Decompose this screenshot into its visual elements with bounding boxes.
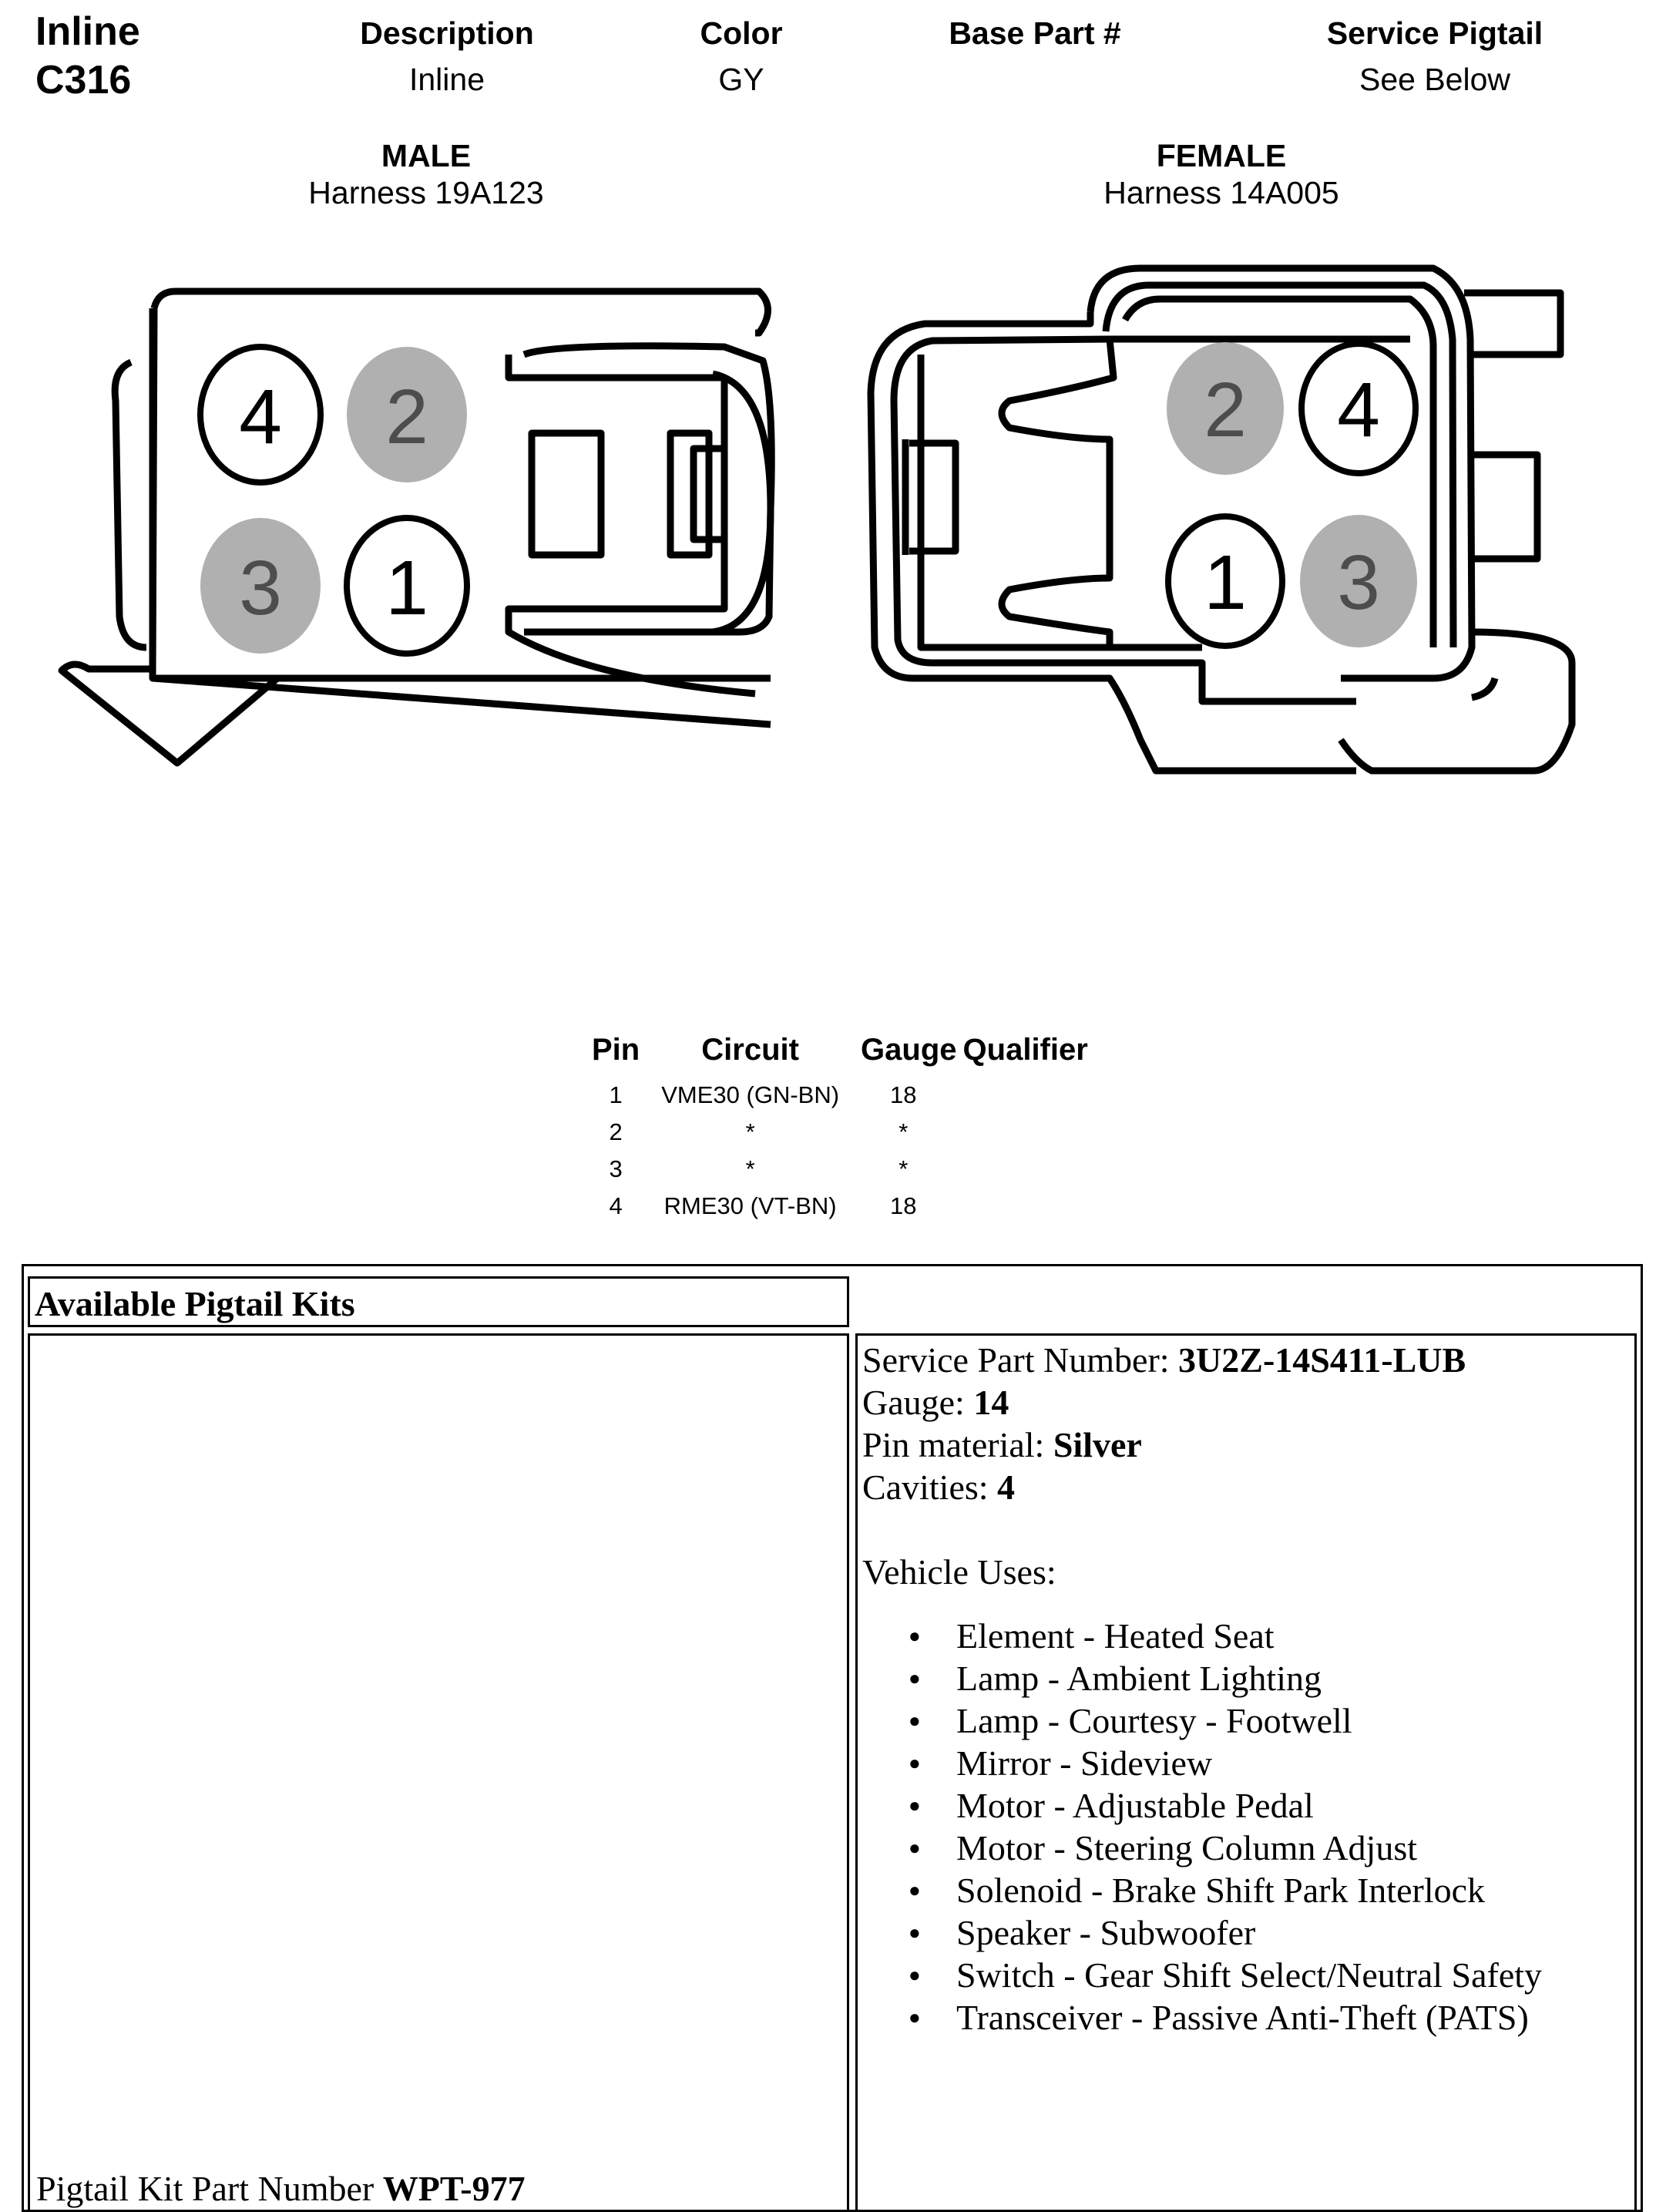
- pin-material-label: Pin material:: [862, 1425, 1053, 1464]
- table-row: 2 * *: [578, 1114, 1102, 1151]
- cavities-label: Cavities:: [862, 1467, 998, 1507]
- female-pin-4: [1298, 341, 1419, 476]
- pigtail-kit-image-cell: Pigtail Kit Part Number WPT-977: [28, 1333, 849, 2212]
- male-pin-label-2: 2: [385, 374, 428, 460]
- circuit-cell: RME30 (VT-BN): [663, 1192, 837, 1219]
- kit-part-label: Pigtail Kit Part Number: [36, 2169, 383, 2208]
- service-part-value: 3U2Z-14S411-LUB: [1178, 1340, 1466, 1380]
- gauge-value: 14: [973, 1383, 1009, 1422]
- gauge-cell: *: [898, 1155, 909, 1182]
- female-pin-1: [1165, 513, 1285, 649]
- male-pin-label-1: 1: [385, 545, 428, 631]
- female-pin-label-1: 1: [1204, 540, 1247, 626]
- service-pigtail-value: See Below: [1359, 62, 1511, 97]
- male-title-block: MALE Harness 19A123: [308, 137, 543, 211]
- pin-material-spec: Pin material: Silver: [862, 1424, 1634, 1466]
- male-pin-3: [200, 518, 321, 654]
- circuit-cell: VME30 (GN-BN): [661, 1081, 840, 1108]
- list-item: Speaker - Subwoofer: [909, 1911, 1634, 1954]
- table-row: 3 * *: [578, 1151, 1102, 1188]
- female-title: FEMALE: [1156, 138, 1287, 173]
- pin-header: Pin: [592, 1033, 640, 1067]
- gauge-cell: 18: [890, 1192, 917, 1219]
- qualifier-cell: [960, 1151, 1102, 1188]
- pin-cell: 1: [609, 1081, 623, 1108]
- vehicle-uses-label: Vehicle Uses:: [862, 1552, 1056, 1592]
- qualifier-cell: [960, 1114, 1102, 1151]
- pigtail-kit-part-number: Pigtail Kit Part Number WPT-977: [36, 2168, 526, 2209]
- service-pigtail-label: Service Pigtail: [1326, 15, 1543, 51]
- gauge-cell: 18: [890, 1081, 917, 1108]
- pin-cell: 4: [609, 1192, 623, 1219]
- list-item: Motor - Steering Column Adjust: [909, 1827, 1634, 1869]
- gauge-label: Gauge:: [862, 1383, 974, 1422]
- pigtail-kits-heading: Available Pigtail Kits: [28, 1276, 849, 1327]
- female-pin-label-2: 2: [1204, 367, 1247, 453]
- list-item: Motor - Adjustable Pedal: [909, 1784, 1634, 1827]
- connector-type: Inline: [35, 9, 140, 54]
- list-item: Lamp - Courtesy - Footwell: [909, 1699, 1634, 1742]
- qualifier-cell: [960, 1188, 1102, 1225]
- female-pins: 2 4 1 3: [1165, 341, 1419, 649]
- male-pin-2: [347, 347, 467, 482]
- pin-material-value: Silver: [1053, 1425, 1142, 1464]
- connector-code: C316: [35, 58, 132, 103]
- list-item: Element - Heated Seat: [909, 1615, 1634, 1657]
- kit-part-value: WPT-977: [382, 2169, 526, 2208]
- male-pin-1: [344, 515, 470, 657]
- service-part-number: Service Part Number: 3U2Z-14S411-LUB: [862, 1339, 1634, 1381]
- color-label: Color: [700, 15, 783, 51]
- list-item: Solenoid - Brake Shift Park Interlock: [909, 1869, 1634, 1911]
- table-row: 4 RME30 (VT-BN) 18: [578, 1188, 1102, 1225]
- table-row: 1 VME30 (GN-BN) 18: [578, 1077, 1102, 1114]
- male-title: MALE: [381, 138, 472, 173]
- service-part-label: Service Part Number:: [862, 1340, 1179, 1380]
- connector-id: Inline C316: [35, 8, 140, 105]
- qualifier-header: Qualifier: [962, 1033, 1088, 1067]
- pin-table: Pin Circuit Gauge Qualifier 1 VME30 (GN-…: [578, 1033, 1102, 1225]
- list-item: Mirror - Sideview: [909, 1742, 1634, 1784]
- male-pin-label-4: 4: [239, 374, 282, 460]
- cavities-value: 4: [997, 1467, 1016, 1507]
- male-pin-label-3: 3: [239, 545, 282, 631]
- pin-cell: 3: [609, 1155, 623, 1182]
- pin-cell: 2: [609, 1118, 623, 1145]
- base-part-column: Base Part #: [949, 15, 1120, 62]
- gauge-header: Gauge: [861, 1033, 957, 1067]
- female-harness: Harness 14A005: [1103, 175, 1339, 210]
- color-value: GY: [718, 62, 764, 97]
- connector-diagram: 4 2 3 1 2 4 1 3: [58, 264, 1576, 775]
- service-pigtail-column: Service Pigtail See Below: [1327, 15, 1543, 98]
- male-pin-4: [197, 344, 324, 486]
- list-item: Switch - Gear Shift Select/Neutral Safet…: [909, 1954, 1634, 1996]
- male-harness: Harness 19A123: [308, 175, 544, 210]
- female-pin-label-4: 4: [1337, 367, 1380, 453]
- female-title-block: FEMALE Harness 14A005: [1103, 137, 1339, 211]
- list-item: Lamp - Ambient Lighting: [909, 1657, 1634, 1699]
- base-part-label: Base Part #: [949, 15, 1121, 51]
- female-connector-body: [867, 264, 1576, 775]
- color-column: Color GY: [700, 15, 782, 98]
- circuit-header: Circuit: [701, 1033, 799, 1067]
- qualifier-cell: [960, 1077, 1102, 1114]
- female-pin-label-3: 3: [1337, 540, 1380, 626]
- pigtail-kit-details-cell: Service Part Number: 3U2Z-14S411-LUB Gau…: [855, 1333, 1637, 2212]
- female-pin-3: [1300, 515, 1417, 647]
- pin-table-header-row: Pin Circuit Gauge Qualifier: [578, 1033, 1102, 1077]
- description-label: Description: [360, 15, 534, 51]
- male-connector-body: [58, 287, 775, 767]
- circuit-cell: *: [745, 1118, 755, 1145]
- circuit-cell: *: [745, 1155, 755, 1182]
- vehicle-uses-list: Element - Heated Seat Lamp - Ambient Lig…: [862, 1615, 1634, 2039]
- description-value: Inline: [408, 62, 485, 97]
- gauge-cell: *: [898, 1118, 909, 1145]
- list-item: Transceiver - Passive Anti-Theft (PATS): [909, 1996, 1634, 2039]
- description-column: Description Inline: [360, 15, 534, 98]
- male-pins: 4 2 3 1: [197, 344, 470, 657]
- female-pin-2: [1167, 342, 1284, 475]
- cavities-spec: Cavities: 4: [862, 1466, 1634, 1508]
- gauge-spec: Gauge: 14: [862, 1381, 1634, 1424]
